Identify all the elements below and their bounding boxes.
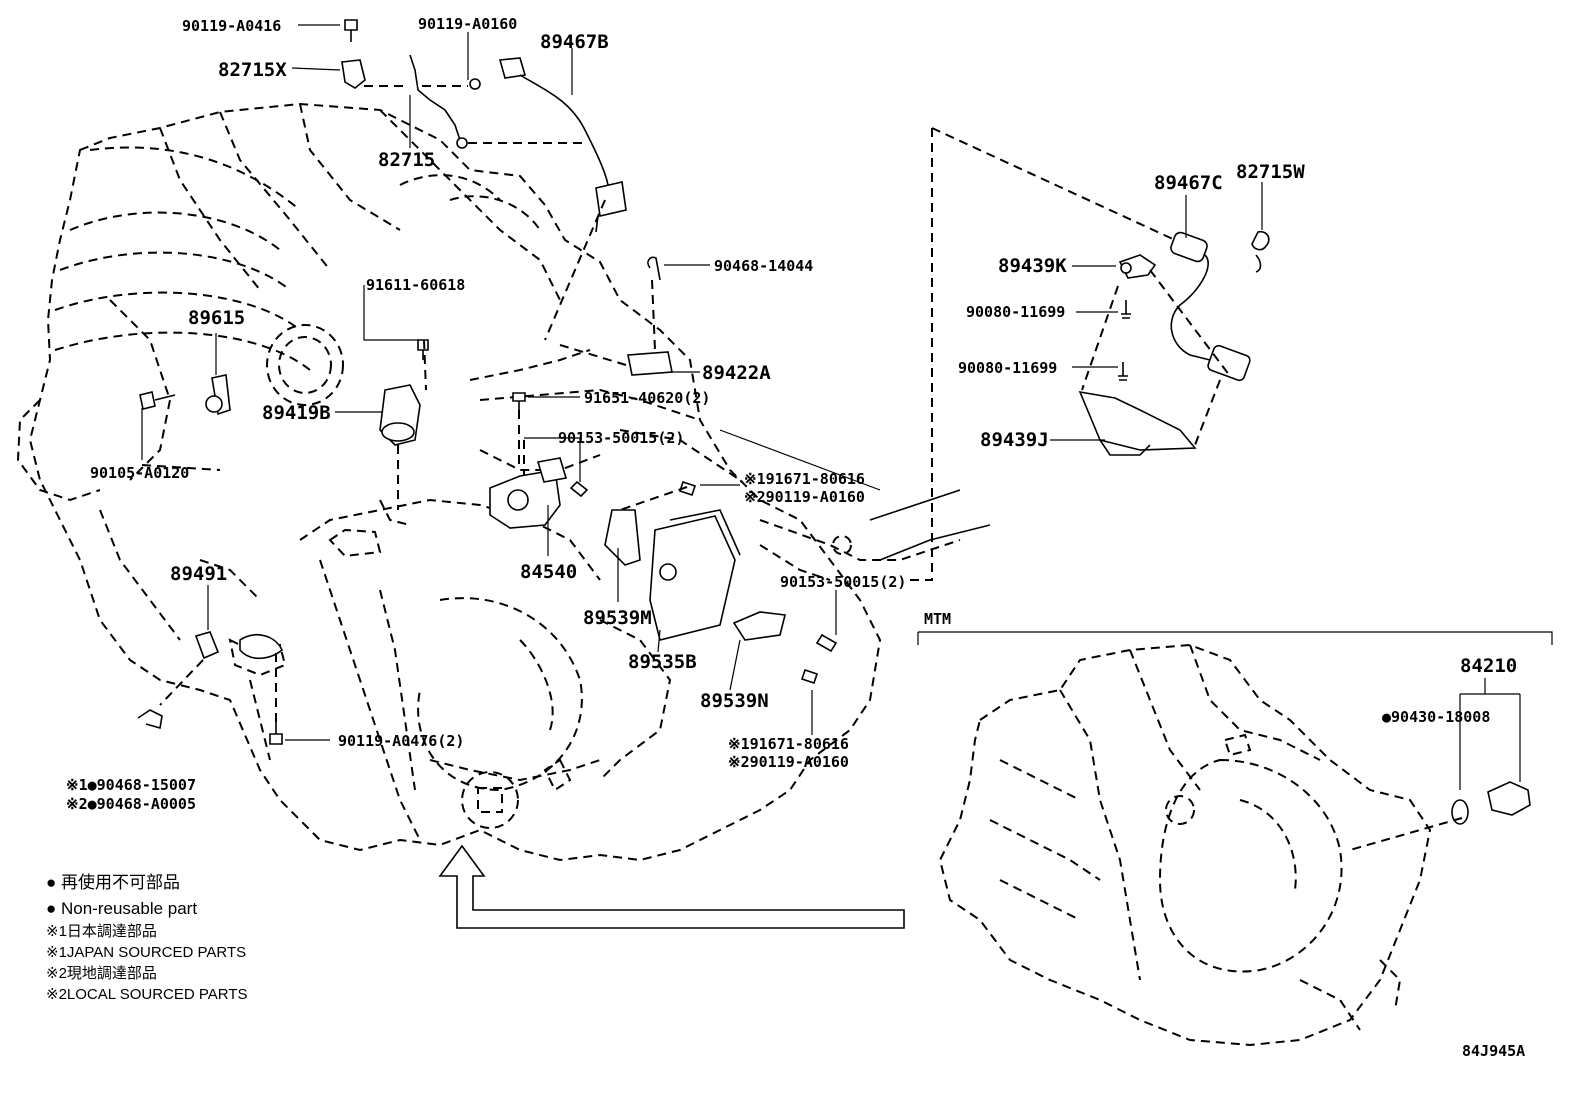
leader-lines: [141, 24, 1521, 790]
callout-90080-11699-lower: 90080-11699: [958, 359, 1057, 377]
legend: ● 再使用不可部品 ● Non-reusable part ※1日本調達部品 ※…: [46, 872, 248, 1003]
small-parts: [137, 19, 1531, 929]
callout-91611-60618: 91611-60618: [366, 276, 465, 294]
callout-82715x: 82715X: [218, 59, 287, 81]
callout-91671-80616-lower: ※191671-80616: [728, 735, 849, 753]
legend-line-2: ● Non-reusable part: [46, 899, 197, 918]
callout-89491: 89491: [170, 563, 227, 585]
inset-drawing: [905, 127, 1270, 581]
mtm-transmission-drawing: [917, 631, 1553, 1047]
callout-90430-18008: ●90430-18008: [1382, 708, 1490, 726]
callout-90468-14044: 90468-14044: [714, 257, 813, 275]
legend-line-3: ※1日本調達部品: [46, 923, 157, 940]
callout-82715w: 82715W: [1236, 161, 1305, 183]
callout-90153-50015-lower: 90153-50015(2): [780, 573, 906, 591]
legend-line-1: ● 再使用不可部品: [46, 872, 180, 892]
callout-89467b: 89467B: [540, 31, 609, 53]
legend-line-5: ※2現地調達部品: [46, 965, 157, 982]
callout-90468-15007: ※1●90468-15007: [66, 776, 196, 794]
callout-90119-a0160-lower: ※290119-A0160: [728, 753, 849, 771]
legend-line-4: ※1JAPAN SOURCED PARTS: [46, 944, 246, 961]
legend-line-6: ※2LOCAL SOURCED PARTS: [46, 986, 248, 1003]
callout-labels: 90119-A0416 90119-A0160 89467B 82715X 82…: [66, 15, 1525, 1060]
callout-89615: 89615: [188, 307, 245, 329]
callout-84210: 84210: [1460, 655, 1517, 677]
callout-91671-80616-upper: ※191671-80616: [744, 470, 865, 488]
callout-89539n: 89539N: [700, 690, 769, 712]
callout-90080-11699-upper: 90080-11699: [966, 303, 1065, 321]
callout-89467c: 89467C: [1154, 172, 1223, 194]
callout-90153-50015-upper: 90153-50015(2): [558, 429, 684, 447]
callout-90105-a0120: 90105-A0120: [90, 464, 189, 482]
callout-91651-40620: 91651-40620(2): [584, 389, 710, 407]
callout-90119-a0416: 90119-A0416: [182, 17, 281, 35]
callout-90468-a0005: ※2●90468-A0005: [66, 795, 196, 813]
callout-89539m: 89539M: [583, 607, 652, 629]
callout-90119-a0160-upper: ※290119-A0160: [744, 488, 865, 506]
callout-89419b: 89419B: [262, 402, 331, 424]
speed-sensor-89467c: [1170, 231, 1251, 382]
callout-82715: 82715: [378, 149, 435, 171]
callout-90119-a0476: 90119-A0476(2): [338, 732, 464, 750]
callout-89535b: 89535B: [628, 651, 697, 673]
callout-89422a: 89422A: [702, 362, 771, 384]
callout-84540: 84540: [520, 561, 577, 583]
callout-90119-a0160-top: 90119-A0160: [418, 15, 517, 33]
engine-assembly-drawing: [16, 102, 991, 862]
group-label-mtm: MTM: [924, 610, 951, 628]
diagram-code: 84J945A: [1462, 1042, 1525, 1060]
callout-89439k: 89439K: [998, 255, 1067, 277]
callout-89439j: 89439J: [980, 429, 1049, 451]
